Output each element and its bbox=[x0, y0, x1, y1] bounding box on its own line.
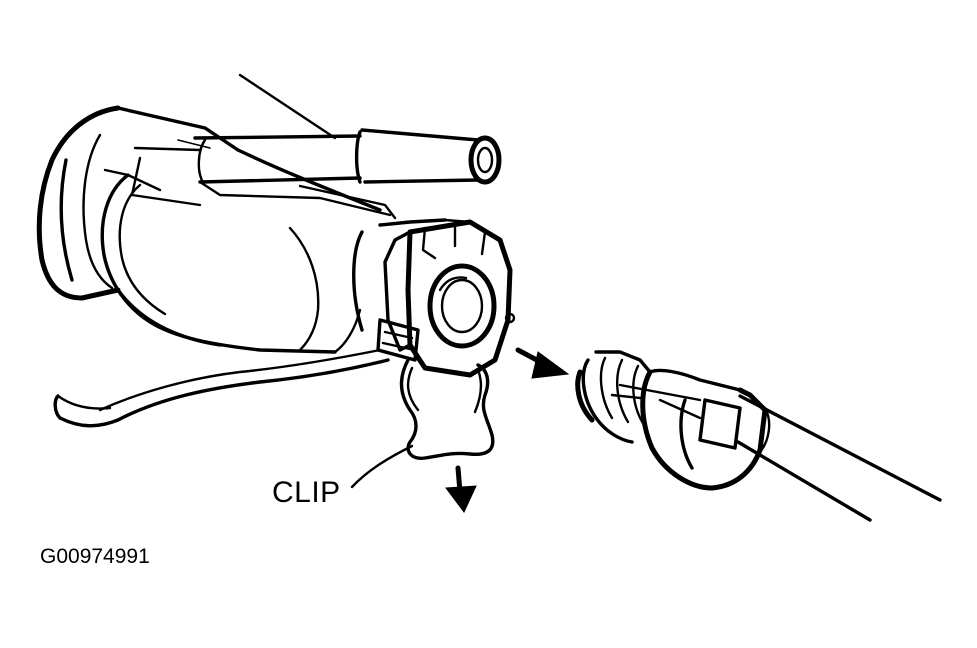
fuel-line-connector bbox=[575, 350, 768, 491]
pull-connector-arrow bbox=[515, 347, 570, 379]
mounting-bracket bbox=[53, 348, 390, 428]
retaining-clip bbox=[376, 318, 495, 460]
clip-leader-line bbox=[350, 444, 414, 489]
quick-connect-fitting bbox=[352, 218, 516, 378]
fuel-filter-body bbox=[36, 105, 382, 354]
clip-label: CLIP bbox=[272, 476, 341, 509]
pull-clip-arrow bbox=[445, 465, 477, 513]
upper-wire bbox=[238, 73, 337, 140]
inlet-tube bbox=[130, 128, 502, 220]
figure-id: G00974991 bbox=[40, 545, 150, 568]
fuel-line bbox=[736, 394, 942, 522]
